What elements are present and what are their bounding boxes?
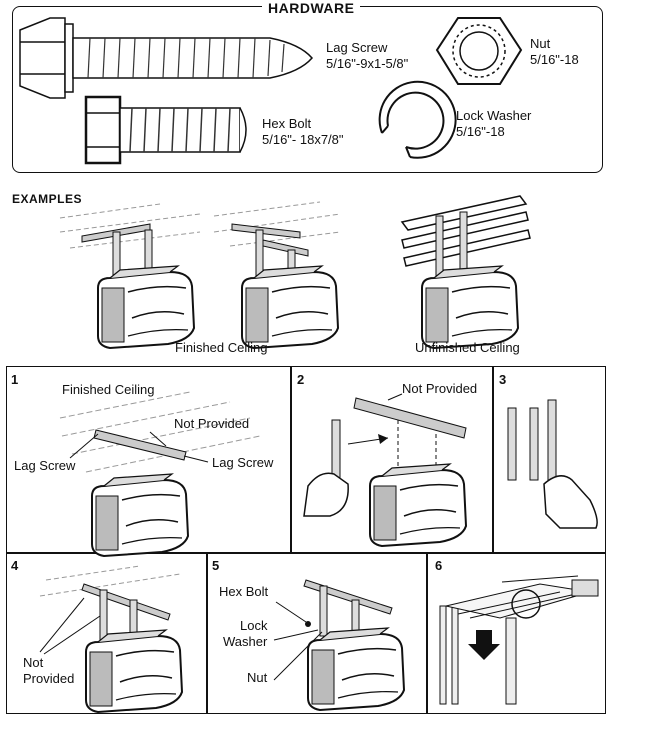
step-4-provided-label: Provided: [23, 671, 75, 686]
hex-bolt-icon: [84, 95, 247, 165]
step-4-not-label: Not: [23, 655, 44, 670]
nut-size: 5/16"-18: [530, 52, 579, 67]
step-3-panel: [492, 366, 606, 554]
step-2-not-provided-label: Not Provided: [402, 381, 478, 396]
step-5-number: 5: [212, 558, 220, 573]
step-6-number: 6: [435, 558, 443, 573]
unfinished-ceiling-label: Unfinished Ceiling: [415, 340, 520, 355]
step-1-number: 1: [11, 372, 19, 387]
examples-title: EXAMPLES: [12, 192, 83, 206]
step-5-drawing: [273, 579, 405, 711]
step-5-nut-label: Nut: [247, 670, 268, 685]
step-5-lock-label: Lock: [240, 618, 268, 633]
hex-bolt-size: 5/16"- 18x7/8": [262, 132, 344, 147]
step-5-panel: [206, 552, 428, 714]
step-1-lag-screw-right-label: Lag Screw: [212, 455, 274, 470]
step-5-hex-bolt-label: Hex Bolt: [219, 584, 269, 599]
hex-bolt-name: Hex Bolt: [262, 116, 312, 131]
step-1-not-provided-label: Not Provided: [174, 416, 250, 431]
step-6-panel: [426, 552, 606, 714]
finished-ceiling-label: Finished Ceiling: [175, 340, 268, 355]
lock-washer-name: Lock Washer: [456, 108, 532, 123]
step-5-washer-label: Washer: [223, 634, 268, 649]
lock-washer-icon: [378, 80, 457, 159]
step-2-drawing: [303, 393, 467, 547]
lock-washer-size: 5/16"-18: [456, 124, 505, 139]
step-2-number: 2: [297, 372, 305, 387]
step-3-drawing: [507, 399, 598, 529]
step-6-drawing: [439, 575, 599, 705]
nut-name: Nut: [530, 36, 551, 51]
lag-screw-icon: [19, 17, 313, 99]
step-1-ceiling-label: Finished Ceiling: [62, 382, 155, 397]
step-4-number: 4: [11, 558, 19, 573]
step-3-number: 3: [499, 372, 507, 387]
step-1-lag-screw-left-label: Lag Screw: [14, 458, 76, 473]
lag-screw-name: Lag Screw: [326, 40, 388, 55]
example-finished-1: [59, 203, 201, 349]
hardware-title: HARDWARE: [262, 0, 361, 16]
nut-icon: [435, 17, 523, 85]
example-finished-2: [213, 201, 341, 349]
step-4-drawing: [39, 565, 183, 713]
step-1-drawing: [59, 391, 261, 557]
step-2-panel: [290, 366, 494, 554]
lag-screw-size: 5/16"-9x1-5/8": [326, 56, 409, 71]
example-unfinished: [400, 195, 531, 349]
